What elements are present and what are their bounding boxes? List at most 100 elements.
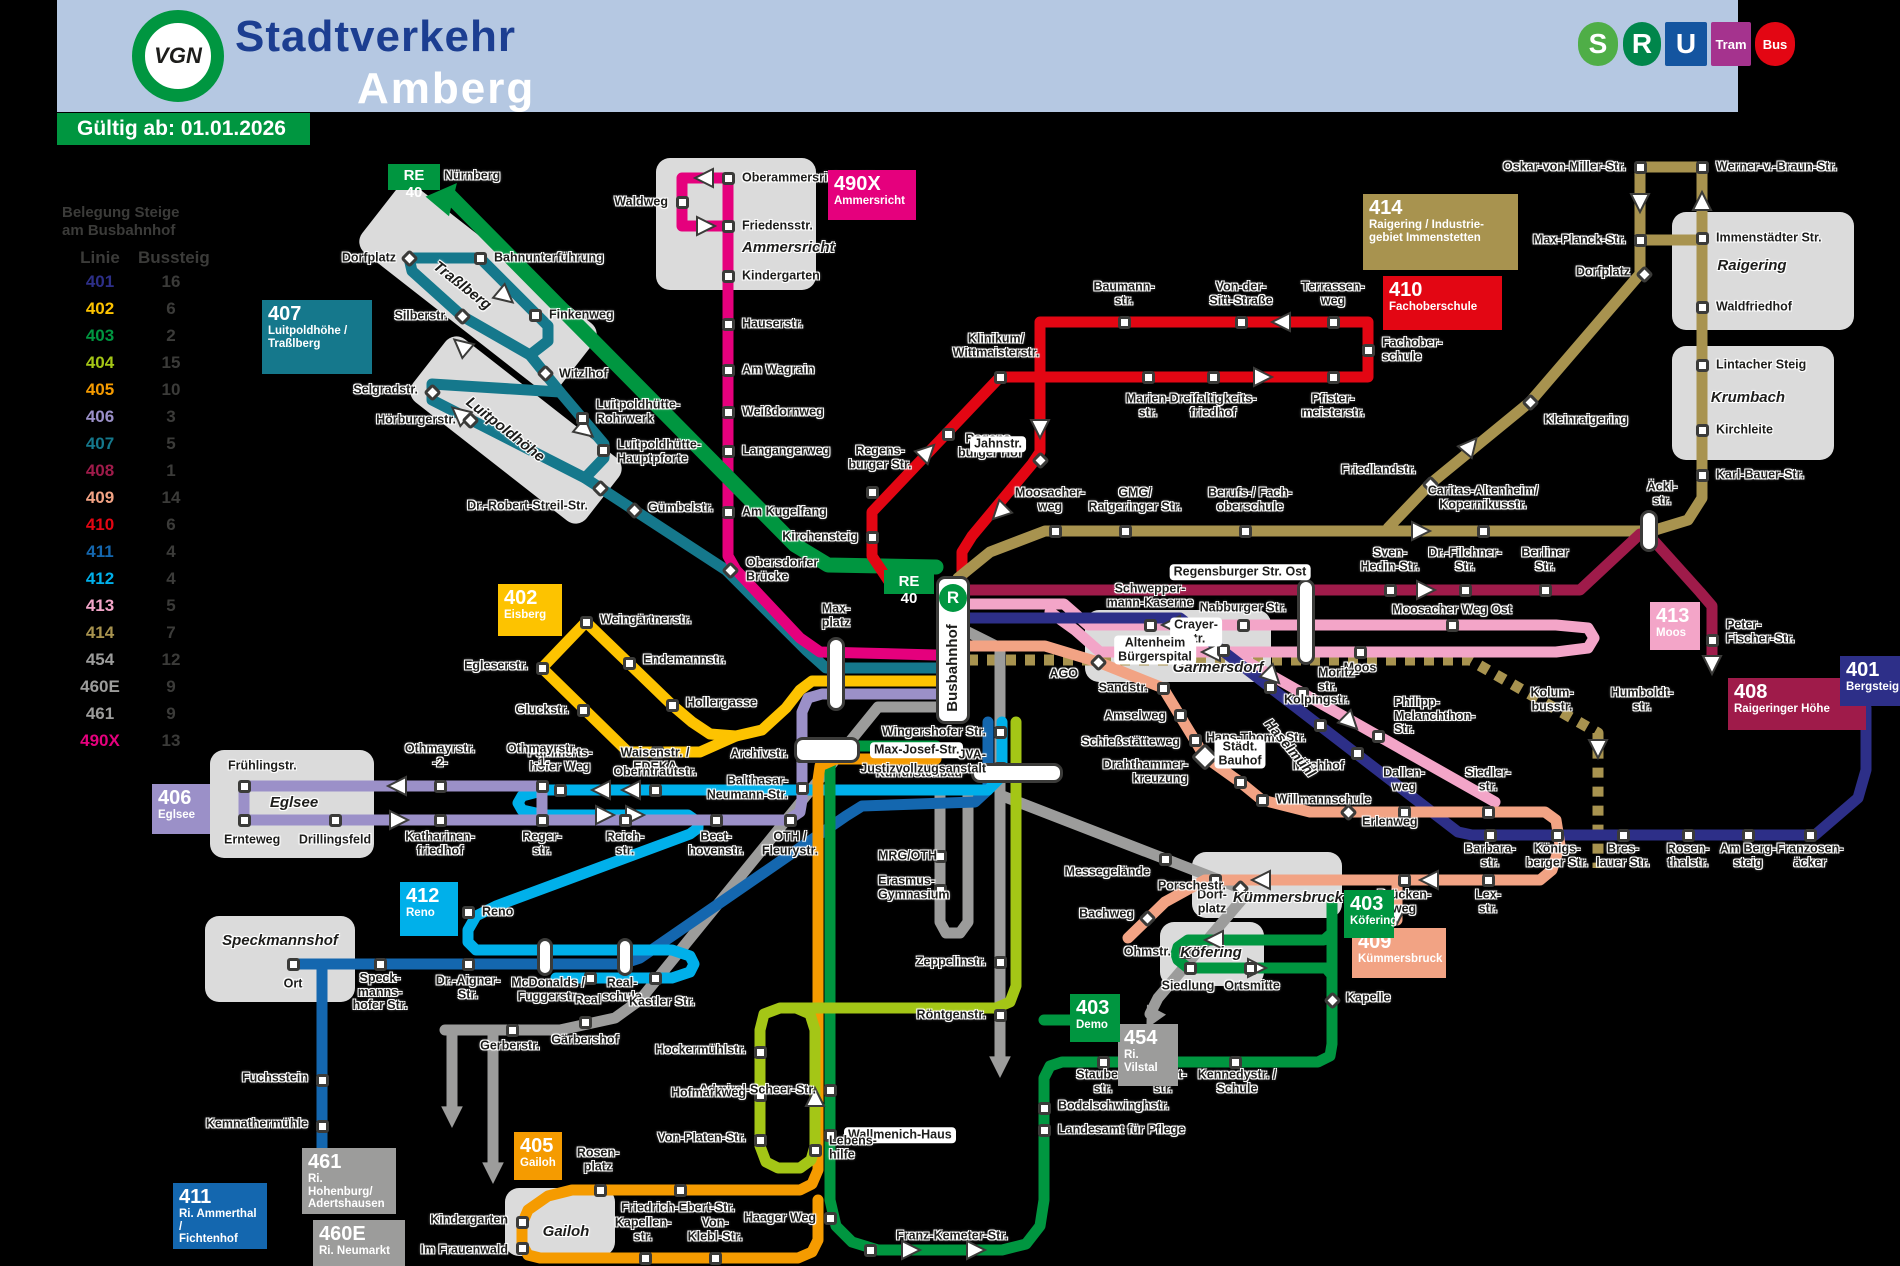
route-461-460e [439, 701, 942, 1036]
stop-label: Kemnathermühle [205, 1116, 308, 1131]
stop-label: Peter-Fischer-Str. [1726, 617, 1795, 645]
legend-line-number: 404 [85, 352, 115, 372]
stop-label: Bres-lauer Str. [1596, 841, 1650, 869]
stop-marker [1397, 805, 1411, 819]
stop-marker [1141, 370, 1155, 384]
badge-destination: Raigering / Industrie- [1369, 219, 1485, 231]
badge-destination: Demo [1076, 1019, 1108, 1031]
route-402-a [580, 616, 942, 742]
badge-line-number: 410 [1389, 279, 1423, 301]
stop-label: GMG/Raigeringer Str. [1088, 485, 1182, 513]
stop-label: Ohmstr. [1123, 944, 1171, 959]
stop-marker [1234, 315, 1248, 329]
stop-label: Werner-v.-Braun-Str. [1716, 159, 1838, 174]
stop-label: Max-Josef-Str. [870, 742, 964, 758]
stop-label: Am Berg-steig [1719, 841, 1777, 869]
route-403-loop [1170, 927, 1338, 981]
stop-marker [795, 781, 809, 795]
stop-label: Ernteweg [224, 832, 281, 847]
stop-marker [1633, 233, 1647, 247]
stop-label: Bahnunterführung [494, 250, 604, 265]
stop-label: Dr.-Robert-Streil-Str. [467, 498, 588, 513]
stop-marker [622, 656, 636, 670]
stop-label: Lebens-hilfe [829, 1133, 877, 1161]
badge-line-number: 406 [158, 787, 192, 809]
badge-line-number: 461 [308, 1151, 342, 1173]
terminus-badge-RE40: RE 40 [884, 570, 934, 607]
stop-label: Max-Planck-Str. [1532, 232, 1626, 247]
stop-label: Drillingsfeld [298, 832, 372, 847]
r-mode-icon: R [1623, 22, 1661, 66]
stop-marker [1096, 1055, 1110, 1069]
stop-label: Gümbelstr. [648, 500, 714, 515]
badge-line-number: 402 [504, 587, 538, 609]
direction-arrow-icon [389, 809, 411, 831]
legend-line-number: 412 [85, 568, 115, 588]
stop-label: Weingärtnerstr. [600, 612, 692, 627]
legend-platform-number: 14 [161, 487, 181, 507]
stop-label: Marien-str. [1125, 391, 1171, 419]
stop-marker [863, 1243, 877, 1257]
route-407-main [579, 472, 942, 674]
route-402-b [536, 616, 742, 758]
stop-label: Franzosen-äcker [1776, 841, 1844, 869]
stop-label: Real-schule [602, 975, 642, 1003]
stop-label: AGO [1049, 666, 1078, 681]
legend-line-number: 407 [85, 433, 115, 453]
stop-marker [753, 1133, 767, 1147]
stop-label: Friedrich-Ebert-Str. [621, 1200, 735, 1215]
stop-label: Lintacher Steig [1716, 357, 1807, 372]
stop-marker [1695, 300, 1709, 314]
stop-label: Weißdornweg [742, 404, 824, 419]
area-label: Kümmersbruck [1232, 889, 1344, 906]
stop-marker [1445, 618, 1459, 632]
stop-marker [1178, 945, 1192, 959]
stop-label: Karl-Bauer-Str. [1716, 467, 1805, 482]
stop-marker [993, 955, 1007, 969]
stop-label: Balthasar-Neumann-Str. [706, 773, 788, 801]
stop-label: Amselweg [1104, 708, 1166, 723]
stop-label: Von-der-Sitt-Straße [1209, 279, 1273, 307]
stop-marker [373, 957, 387, 971]
stop-label: Fachober-schule [1382, 335, 1443, 363]
stop-marker [993, 370, 1007, 384]
direction-arrow-icon [385, 775, 407, 797]
badge-line-number: 414 [1369, 197, 1403, 219]
legend-platform-number: 5 [166, 595, 176, 615]
badge-line-number: 454 [1124, 1027, 1158, 1049]
route-403-main [824, 740, 1338, 1256]
stop-marker [753, 1045, 767, 1059]
stop-label: Dallen-weg [1383, 765, 1425, 793]
route-410-loop [866, 316, 1374, 589]
stop-marker [1295, 686, 1309, 700]
tram-mode-icon: Tram [1711, 22, 1751, 66]
stop-marker [1616, 828, 1630, 842]
badge-destination: Reno [406, 907, 435, 919]
stop-label: Hollergasse [686, 695, 757, 710]
legend-line-number: 411 [86, 541, 114, 561]
badge-line-number: 490X [834, 173, 881, 195]
stop-label: Bodelschwinghstr. [1058, 1098, 1170, 1113]
badge-line-number: 403 [1350, 893, 1384, 915]
route-490x-loop [676, 172, 734, 232]
stop-marker [1633, 160, 1647, 174]
stop-marker [1695, 468, 1709, 482]
validity-banner: Gültig ab: 01.01.2026 [57, 113, 310, 145]
stop-label: Dorfplatz [1575, 264, 1630, 279]
direction-arrow-icon [1417, 869, 1439, 891]
stop-marker [553, 783, 567, 797]
badge-destination: Ri. Ammerthal / [179, 1208, 257, 1233]
stop-marker [865, 485, 879, 499]
legend-line-number: 403 [85, 325, 115, 345]
stop-marker [535, 661, 549, 675]
stop-marker [575, 411, 589, 425]
badge-destination: Fichtenhof [179, 1233, 238, 1245]
stop-label: Kirchleite [1716, 422, 1773, 437]
badge-line-number: 401 [1846, 659, 1880, 681]
stop-marker [286, 957, 300, 971]
stop-marker [941, 427, 955, 441]
